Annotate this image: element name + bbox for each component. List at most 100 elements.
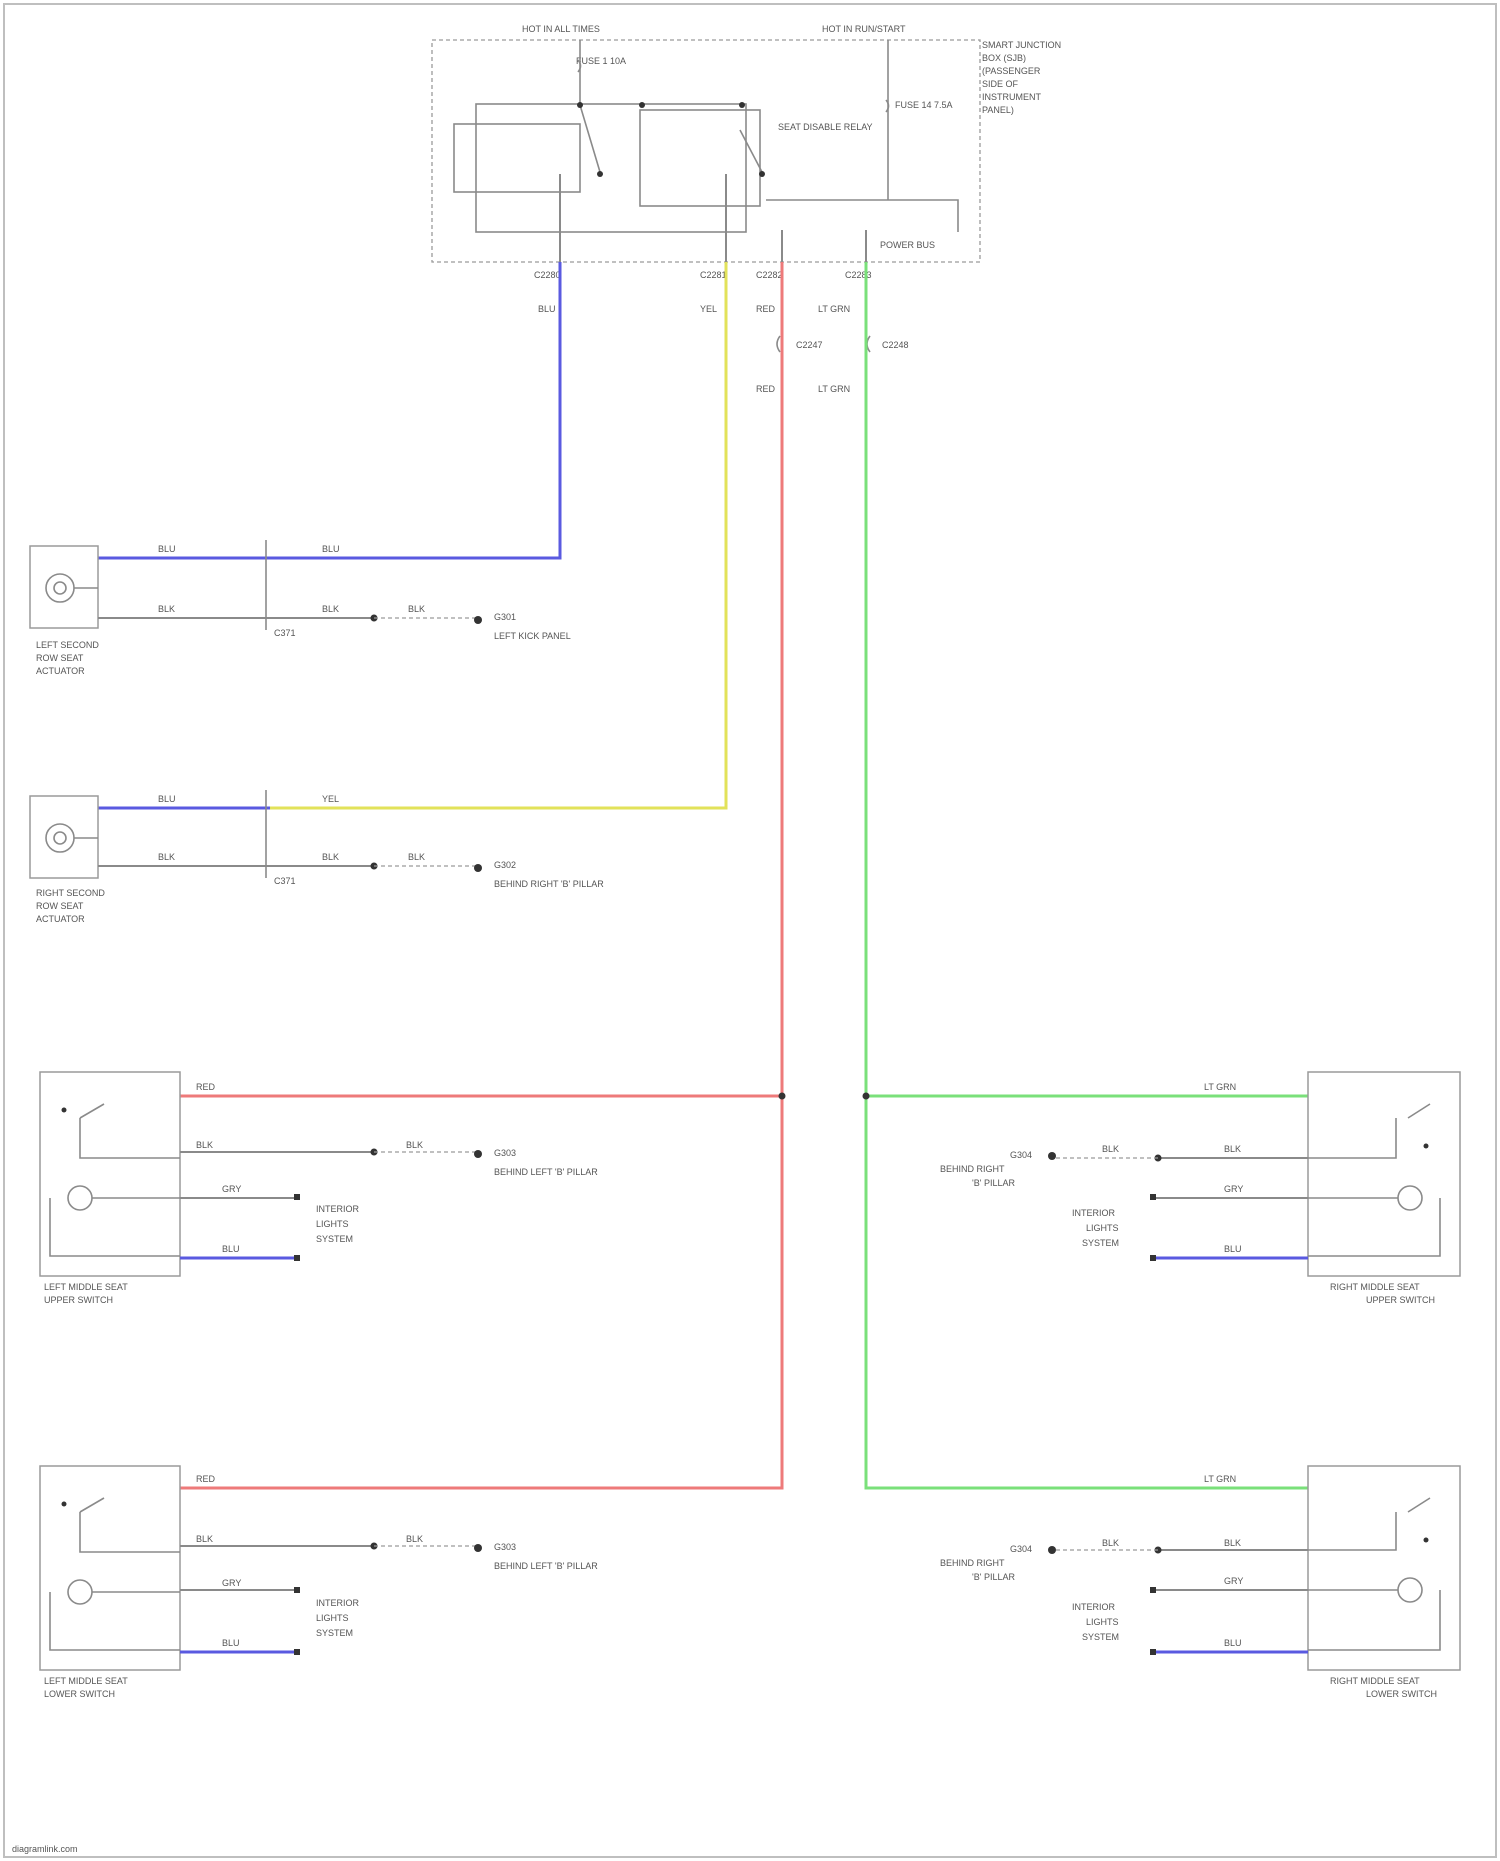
right-actuator: RIGHT SECOND ROW SEAT ACTUATOR BLU YEL B… — [30, 790, 604, 924]
wire-yellow-trunk — [270, 262, 726, 808]
svg-text:RIGHT MIDDLE SEAT: RIGHT MIDDLE SEAT — [1330, 1676, 1420, 1686]
svg-text:ROW SEAT: ROW SEAT — [36, 653, 84, 663]
svg-text:LT GRN: LT GRN — [1204, 1474, 1236, 1484]
svg-text:BLU: BLU — [1224, 1244, 1242, 1254]
svg-text:BLK: BLK — [322, 604, 339, 614]
riser-wires: C2280 BLU C2281 YEL C2282 RED C2283 LT G… — [534, 174, 909, 394]
wire-yel-label: YEL — [700, 304, 717, 314]
svg-text:RIGHT MIDDLE SEAT: RIGHT MIDDLE SEAT — [1330, 1282, 1420, 1292]
ground-g304-lower: G304 — [1010, 1544, 1032, 1554]
wire-red-trunk — [180, 262, 782, 1488]
svg-text:ROW SEAT: ROW SEAT — [36, 901, 84, 911]
svg-text:LEFT MIDDLE SEAT: LEFT MIDDLE SEAT — [44, 1676, 128, 1686]
svg-text:LEFT SECOND: LEFT SECOND — [36, 640, 99, 650]
svg-text:ACTUATOR: ACTUATOR — [36, 914, 85, 924]
ground-g302: G302 — [494, 860, 516, 870]
hot-at-all-times-label: HOT IN ALL TIMES — [522, 24, 600, 34]
svg-text:SYSTEM: SYSTEM — [316, 1628, 353, 1638]
svg-text:BLK: BLK — [408, 604, 425, 614]
left-actuator-blu-label: BLU — [158, 544, 176, 554]
ground-g301: G301 — [494, 612, 516, 622]
ground-g303-upper: G303 — [494, 1148, 516, 1158]
ground-g304-lower-location-2: 'B' PILLAR — [972, 1572, 1015, 1582]
svg-text:RED: RED — [196, 1474, 216, 1484]
wire-red-label: RED — [756, 304, 776, 314]
splice-ltgrn-label: C2248 — [882, 340, 909, 350]
svg-text:LIGHTS: LIGHTS — [316, 1613, 349, 1623]
svg-text:BLU: BLU — [1224, 1638, 1242, 1648]
ground-g303-lower: G303 — [494, 1542, 516, 1552]
ground-g301-location: LEFT KICK PANEL — [494, 631, 571, 641]
hot-in-run-label: HOT IN RUN/START — [822, 24, 906, 34]
left-actuator: LEFT SECOND ROW SEAT ACTUATOR BLU BLU BL… — [30, 540, 571, 676]
wire-green-trunk — [866, 262, 1308, 1488]
pin-yel-label: C2281 — [700, 270, 727, 280]
wire-blu-label: BLU — [538, 304, 556, 314]
svg-text:LIGHTS: LIGHTS — [316, 1219, 349, 1229]
junction-box-title: SMART JUNCTION BOX (SJB) (PASSENGER SIDE… — [982, 40, 1061, 115]
svg-text:BLK: BLK — [1102, 1538, 1119, 1548]
svg-text:BOX (SJB): BOX (SJB) — [982, 53, 1026, 63]
ground-g304-lower-location-1: BEHIND RIGHT — [940, 1558, 1005, 1568]
svg-text:PANEL): PANEL) — [982, 105, 1014, 115]
svg-text:SYSTEM: SYSTEM — [1082, 1632, 1119, 1642]
splice-red-icon — [777, 336, 780, 352]
svg-text:BLK: BLK — [1224, 1144, 1241, 1154]
ground-g303-upper-location: BEHIND LEFT 'B' PILLAR — [494, 1167, 598, 1177]
svg-text:GRY: GRY — [222, 1578, 241, 1588]
svg-text:UPPER SWITCH: UPPER SWITCH — [1366, 1295, 1435, 1305]
svg-text:GRY: GRY — [1224, 1576, 1243, 1586]
svg-text:LIGHTS: LIGHTS — [1086, 1223, 1119, 1233]
pin-red-label: C2282 — [756, 270, 783, 280]
right-actuator-connector: C371 — [274, 876, 296, 886]
wire-ltgrn-label-2: LT GRN — [818, 384, 850, 394]
splice-red-label: C2247 — [796, 340, 823, 350]
svg-text:BLK: BLK — [1102, 1144, 1119, 1154]
svg-text:BLK: BLK — [196, 1534, 213, 1544]
svg-text:BLK: BLK — [408, 852, 425, 862]
svg-text:BLU: BLU — [222, 1638, 240, 1648]
svg-text:BLK: BLK — [196, 1140, 213, 1150]
pin-ltgrn-label: C2283 — [845, 270, 872, 280]
left-actuator-blu-label-2: BLU — [322, 544, 340, 554]
svg-text:RIGHT SECOND: RIGHT SECOND — [36, 888, 105, 898]
seat-disable-relay: SEAT DISABLE RELAY POWER BUS — [454, 102, 958, 250]
svg-text:UPPER SWITCH: UPPER SWITCH — [44, 1295, 113, 1305]
power-bus-label: POWER BUS — [880, 240, 935, 250]
right-actuator-yel-label: YEL — [322, 794, 339, 804]
svg-text:ACTUATOR: ACTUATOR — [36, 666, 85, 676]
left-lower-switch: RED BLK BLK G303 BEHIND LEFT 'B' PILLAR … — [40, 1466, 598, 1699]
svg-text:SMART JUNCTION: SMART JUNCTION — [982, 40, 1061, 50]
svg-text:GRY: GRY — [1224, 1184, 1243, 1194]
footer-watermark: diagramlink.com — [12, 1844, 78, 1854]
svg-text:LIGHTS: LIGHTS — [1086, 1617, 1119, 1627]
svg-text:SIDE OF: SIDE OF — [982, 79, 1019, 89]
svg-text:LEFT MIDDLE SEAT: LEFT MIDDLE SEAT — [44, 1282, 128, 1292]
splice-node-green — [863, 1093, 870, 1100]
svg-text:INSTRUMENT: INSTRUMENT — [982, 92, 1041, 102]
svg-text:BLK: BLK — [1224, 1538, 1241, 1548]
smart-junction-box: HOT IN ALL TIMES HOT IN RUN/START FUSE 1… — [432, 24, 1061, 262]
ground-g303-lower-location: BEHIND LEFT 'B' PILLAR — [494, 1561, 598, 1571]
ground-g304-upper-location-2: 'B' PILLAR — [972, 1178, 1015, 1188]
right-lower-switch: LT GRN BLK BLK G304 BEHIND RIGHT 'B' PIL… — [940, 1466, 1460, 1699]
ground-g304-upper-location-1: BEHIND RIGHT — [940, 1164, 1005, 1174]
ground-g304-upper: G304 — [1010, 1150, 1032, 1160]
fuse-right-label: FUSE 14 7.5A — [895, 100, 953, 110]
svg-text:LT GRN: LT GRN — [1204, 1082, 1236, 1092]
right-upper-switch: LT GRN BLK BLK G304 BEHIND RIGHT 'B' PIL… — [940, 1072, 1460, 1305]
svg-text:LOWER SWITCH: LOWER SWITCH — [44, 1689, 115, 1699]
svg-text:SYSTEM: SYSTEM — [316, 1234, 353, 1244]
splice-node-red — [779, 1093, 786, 1100]
ground-g302-location: BEHIND RIGHT 'B' PILLAR — [494, 879, 604, 889]
relay-label: SEAT DISABLE RELAY — [778, 122, 873, 132]
wire-red-label-2: RED — [756, 384, 776, 394]
svg-text:SYSTEM: SYSTEM — [1082, 1238, 1119, 1248]
svg-text:RED: RED — [196, 1082, 216, 1092]
svg-text:BLK: BLK — [322, 852, 339, 862]
pin-blu-label: C2280 — [534, 270, 561, 280]
svg-text:BLK: BLK — [406, 1534, 423, 1544]
svg-text:INTERIOR: INTERIOR — [316, 1598, 360, 1608]
svg-text:INTERIOR: INTERIOR — [1072, 1208, 1116, 1218]
